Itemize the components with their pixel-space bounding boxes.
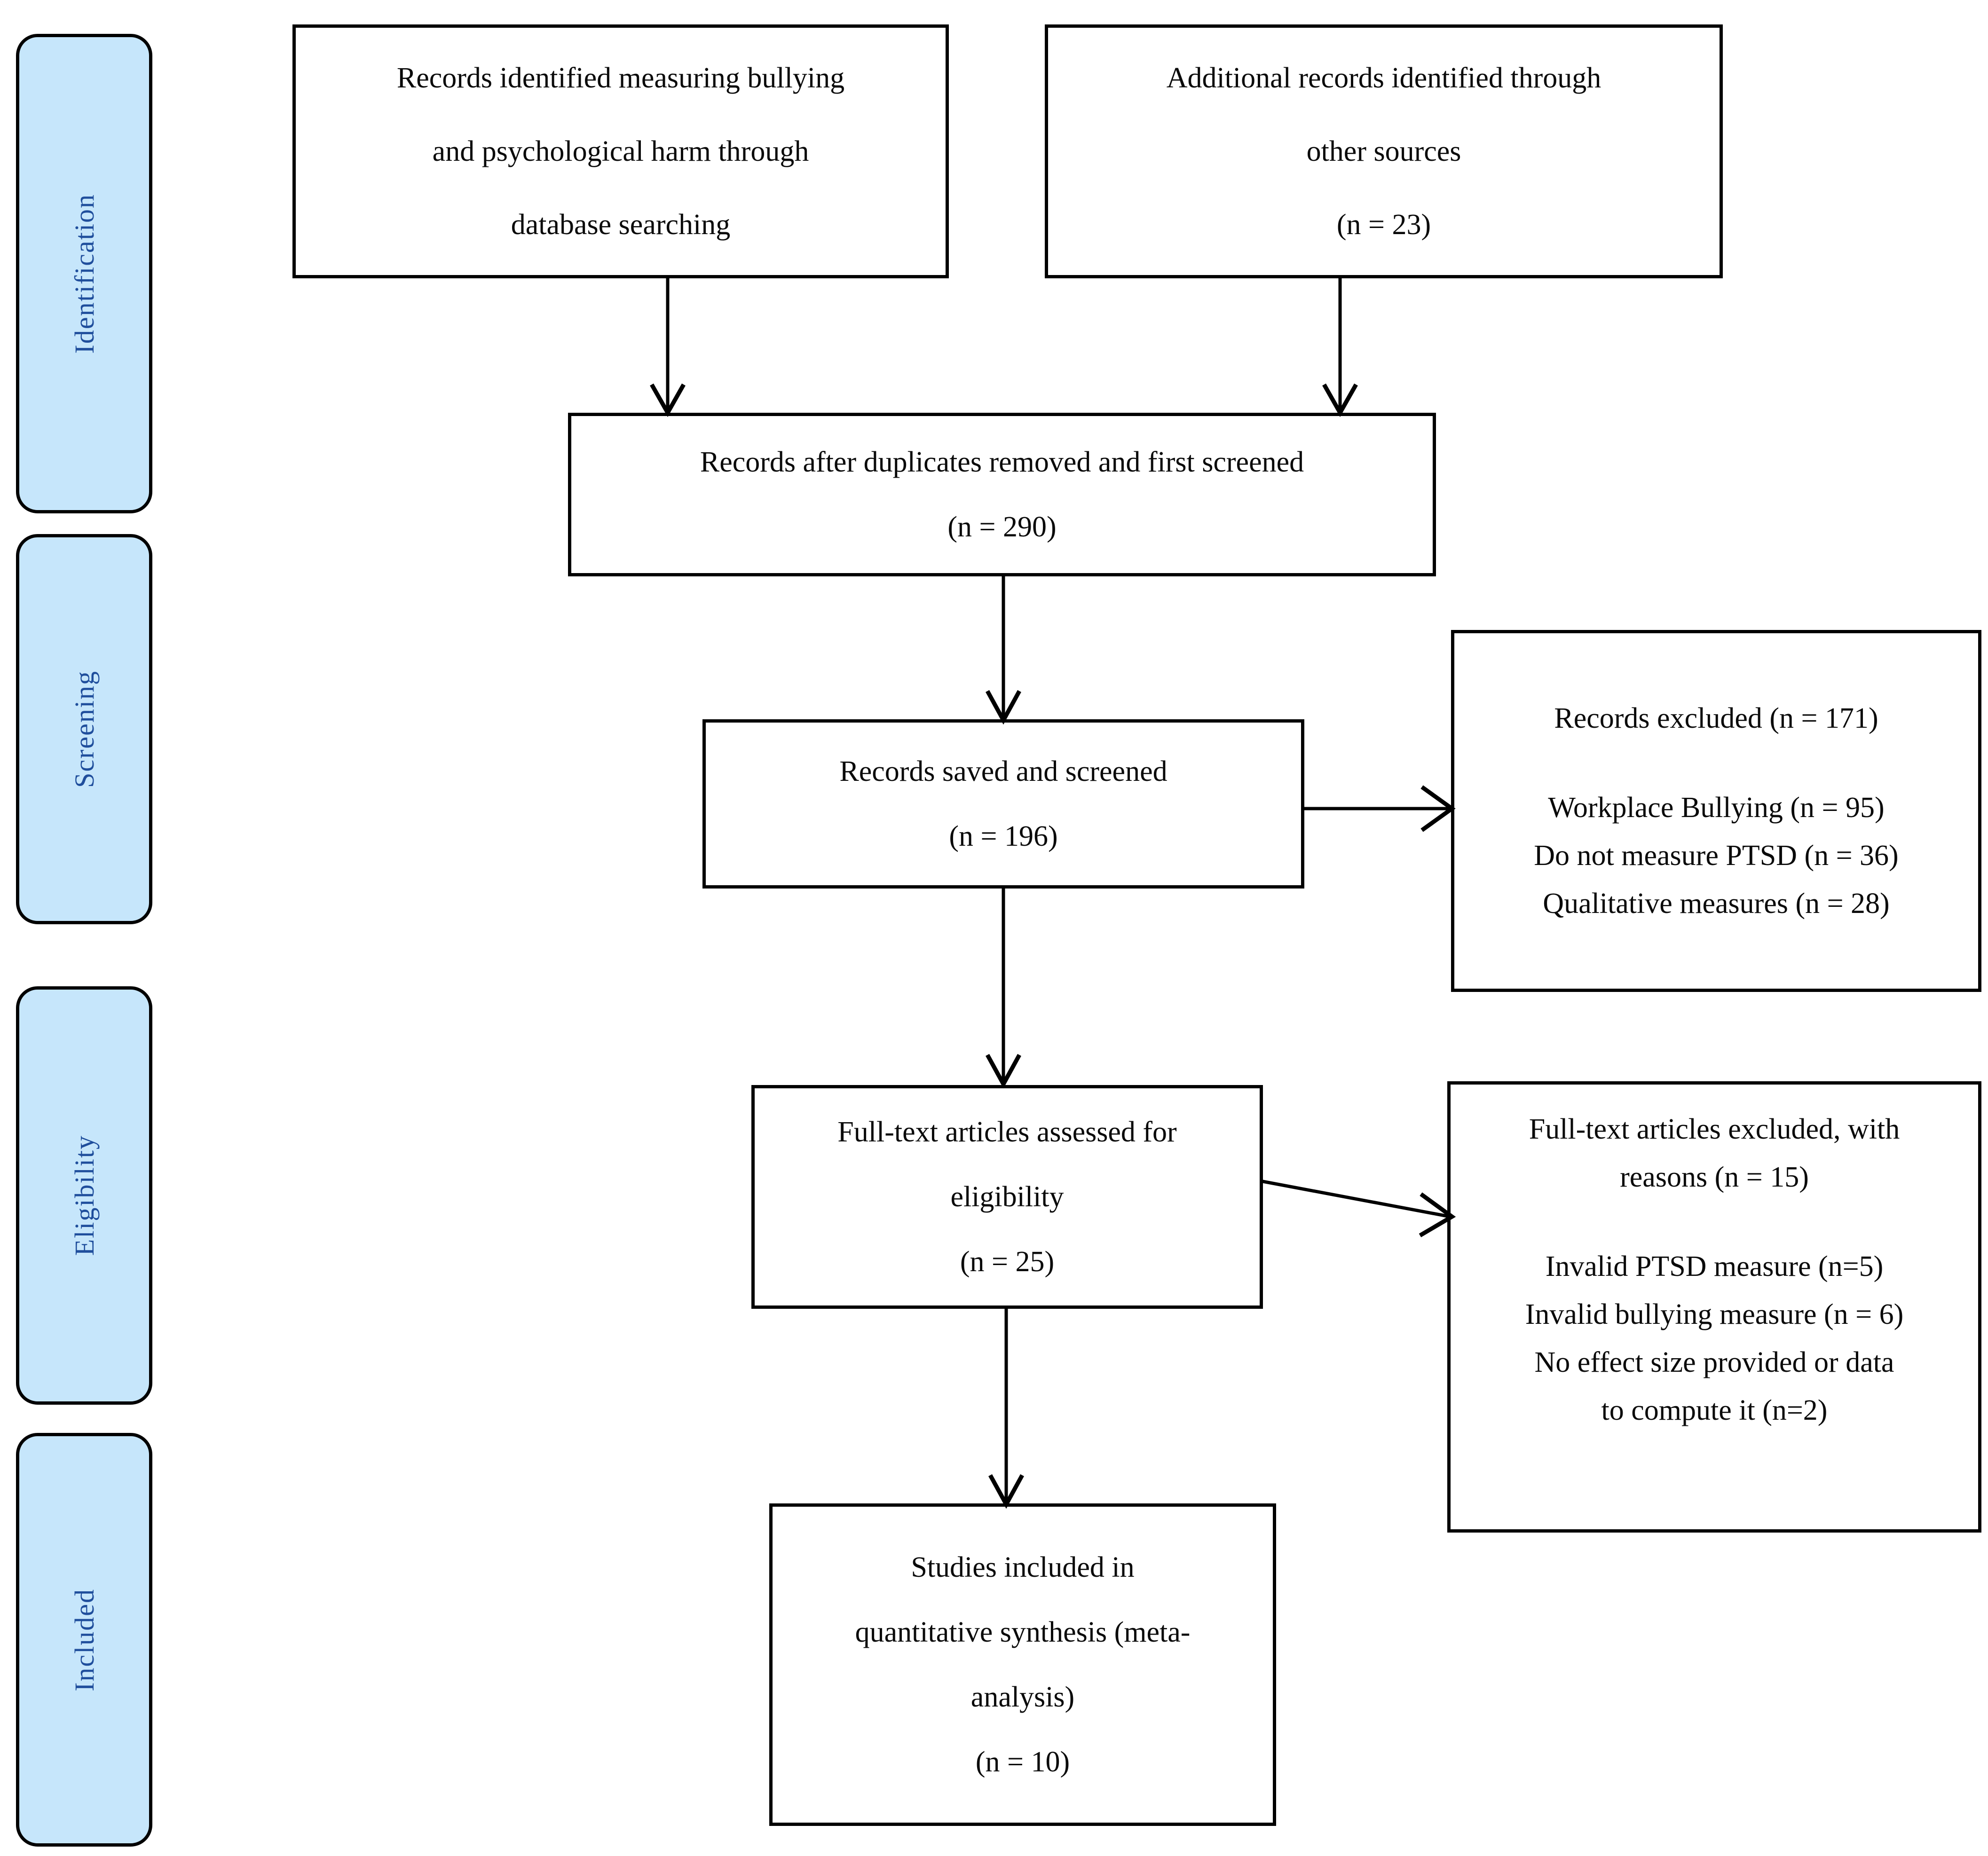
arrowhead-down-icon [1322,383,1358,417]
box-line: (n = 25) [960,1246,1055,1278]
stage-pill-included: Included [16,1433,152,1847]
box-line: Additional records identified through [1166,62,1601,94]
box-line: Qualitative measures (n = 28) [1543,888,1890,920]
box-records-excluded: Records excluded (n = 171) Workplace Bul… [1451,630,1981,992]
arrowhead-down-icon [986,690,1021,725]
box-line: Full-text articles excluded, with [1529,1113,1900,1145]
connector-fulltext-to-studies-included [988,1307,1024,1509]
box-records-after-duplicates: Records after duplicates removed and fir… [568,413,1436,576]
connector-duplicates-to-screened [986,574,1021,725]
box-line: (n = 10) [975,1746,1070,1778]
box-line: Studies included in [911,1551,1135,1583]
stage-label-eligibility: Eligibility [69,1135,100,1256]
box-line: Full-text articles assessed for [837,1116,1177,1148]
connector-additional-to-duplicates [1322,275,1358,417]
box-additional-records: Additional records identified through ot… [1045,24,1723,278]
box-line: reasons (n = 15) [1620,1161,1809,1193]
stage-pill-eligibility: Eligibility [16,986,152,1405]
box-fulltext-articles-assessed: Full-text articles assessed for eligibil… [751,1085,1263,1309]
box-line: quantitative synthesis (meta- [855,1616,1191,1648]
box-line: and psychological harm through [432,135,809,167]
box-line: (n = 290) [947,511,1057,543]
box-line: Workplace Bullying (n = 95) [1548,792,1885,824]
stage-label-screening: Screening [69,670,100,788]
stage-pill-screening: Screening [16,534,152,924]
box-line: Invalid PTSD measure (n=5) [1545,1250,1884,1282]
box-records-identified: Records identified measuring bullying an… [292,24,949,278]
box-records-saved-and-screened: Records saved and screened (n = 196) [702,719,1304,889]
connector-line [1260,1179,1451,1219]
stage-pill-identification: Identification [16,34,152,513]
box-line: Records identified measuring bullying [396,62,845,94]
arrowhead-down-icon [988,1474,1024,1509]
connector-identified-to-duplicates [650,275,686,417]
box-line: Records saved and screened [839,755,1168,787]
box-fulltext-articles-excluded: Full-text articles excluded, with reason… [1447,1081,1981,1533]
connector-screened-to-fulltext [986,887,1021,1089]
box-line: analysis) [970,1681,1075,1713]
arrowhead-right-icon [1420,785,1456,832]
box-line: eligibility [950,1181,1064,1213]
arrowhead-down-icon [986,1054,1021,1089]
box-line: Do not measure PTSD (n = 36) [1534,840,1899,872]
box-line: database searching [511,209,731,241]
box-line: No effect size provided or data [1534,1346,1894,1378]
box-line: Invalid bullying measure (n = 6) [1525,1298,1904,1330]
connector-fulltext-to-fulltext-excluded [1260,1179,1456,1237]
connector-screened-to-excluded [1302,785,1456,832]
box-line: to compute it (n=2) [1601,1394,1828,1426]
box-line: (n = 23) [1336,209,1431,241]
box-line: Records excluded (n = 171) [1554,702,1878,734]
box-line: Records after duplicates removed and fir… [700,446,1304,478]
box-line: (n = 196) [949,820,1058,852]
box-line: other sources [1306,135,1461,167]
box-studies-included: Studies included in quantitative synthes… [769,1503,1276,1826]
stage-label-included: Included [69,1588,100,1691]
arrowhead-down-icon [650,383,686,417]
stage-label-identification: Identification [69,193,100,354]
